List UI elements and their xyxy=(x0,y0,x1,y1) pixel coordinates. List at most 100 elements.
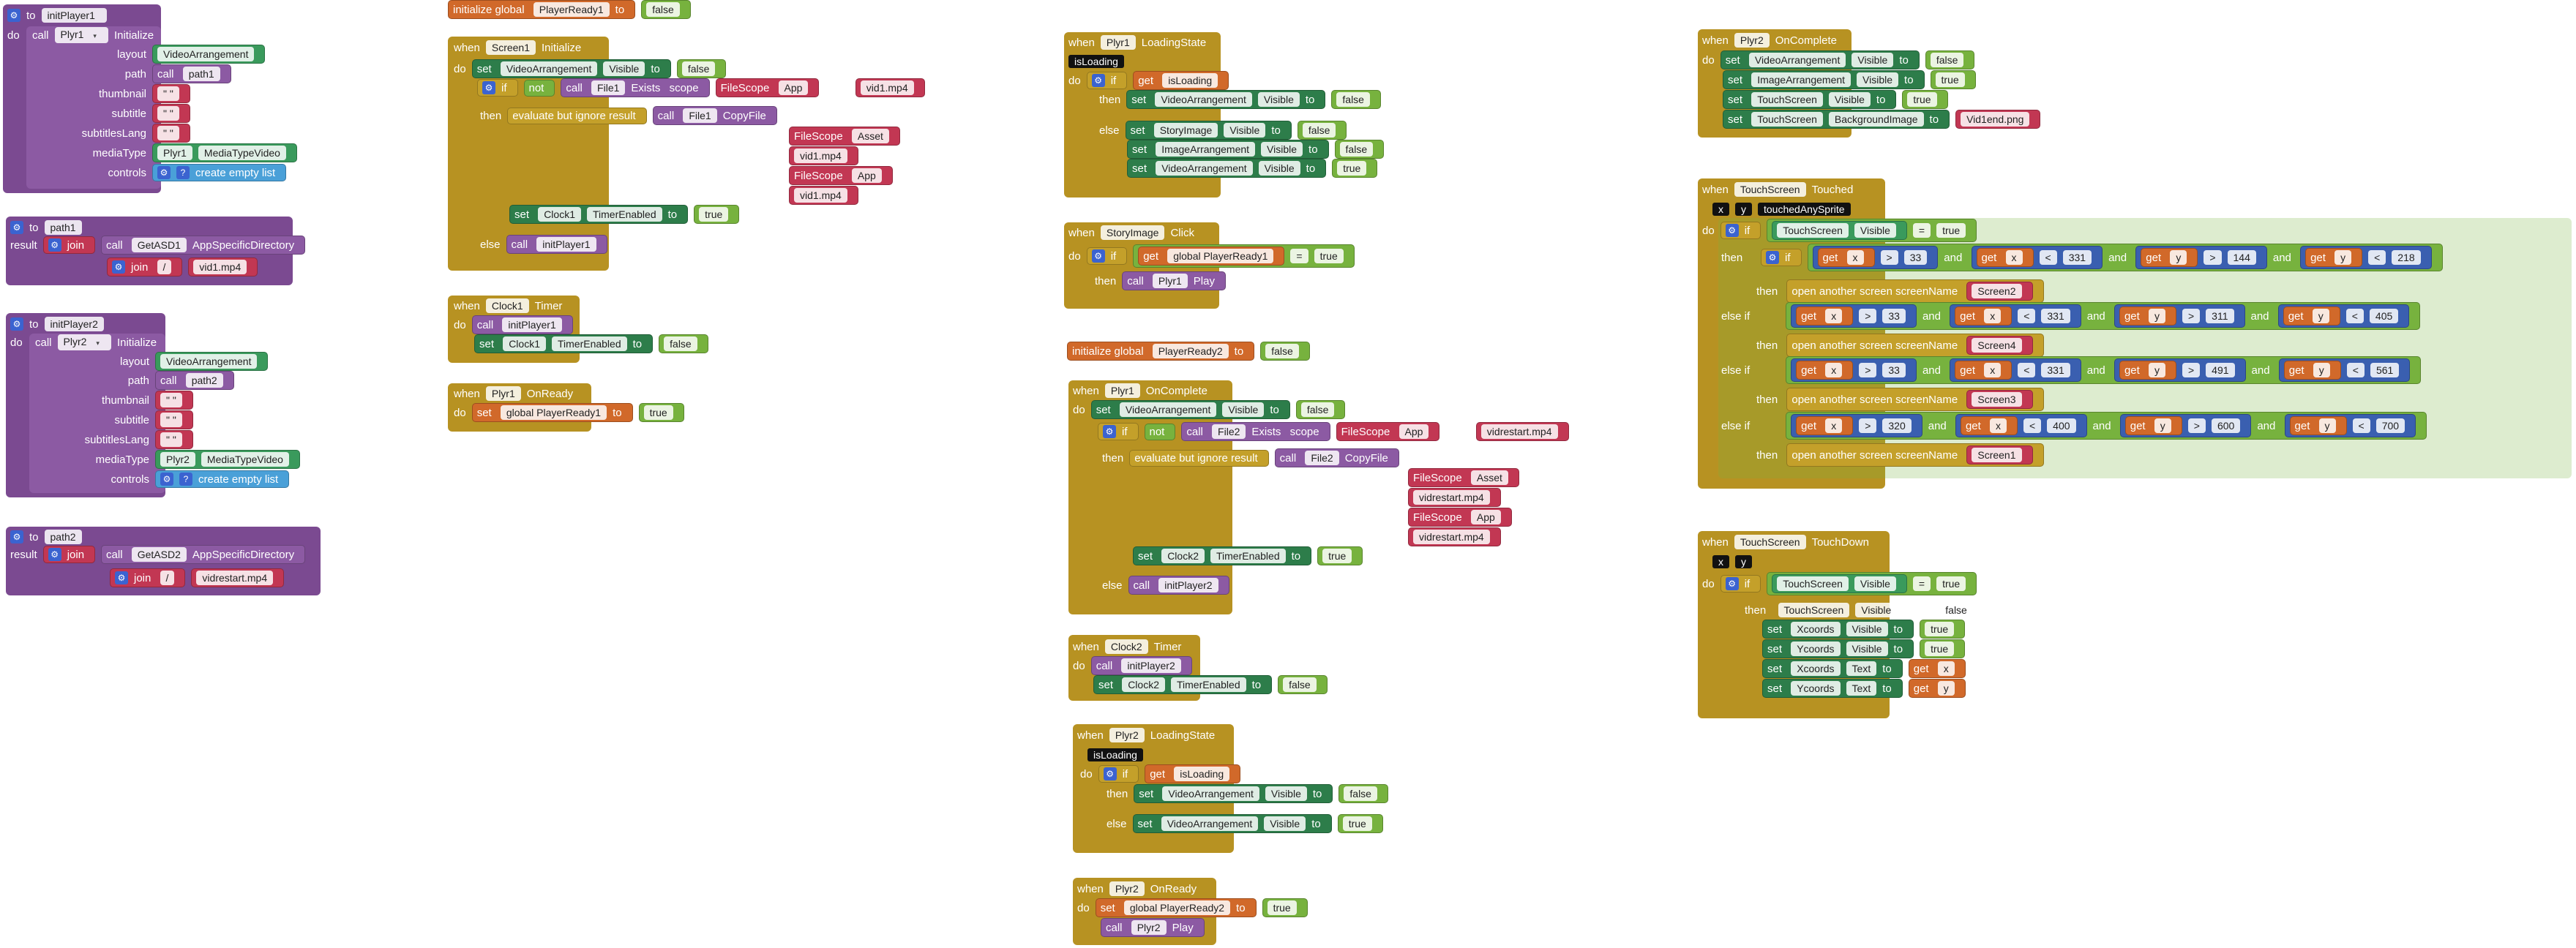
component-dropdown[interactable]: StoryImage xyxy=(1100,225,1165,240)
component-dropdown[interactable]: Clock2 xyxy=(1104,639,1148,654)
bool-block[interactable]: true xyxy=(1902,90,1948,109)
component-dropdown[interactable]: Clock1 xyxy=(485,298,529,313)
event-param-y[interactable]: y xyxy=(1735,203,1752,216)
component-dropdown[interactable]: Plyr1 xyxy=(1100,35,1136,50)
help-icon[interactable]: ? xyxy=(179,473,192,486)
empty-text-block[interactable]: " " xyxy=(155,391,193,410)
call-initplayer1-block[interactable]: call initPlayer1 xyxy=(506,235,607,254)
gear-icon[interactable]: ⚙ xyxy=(157,166,171,179)
create-empty-list-block[interactable]: ⚙?create empty list xyxy=(152,164,287,181)
compare-y1[interactable]: get y>491 xyxy=(2113,358,2246,382)
filescope-block[interactable]: FileScope App xyxy=(1336,422,1440,441)
gear-icon[interactable]: ⚙ xyxy=(7,9,20,22)
call-path1-block[interactable]: call path1 xyxy=(152,64,231,83)
call-initialize[interactable]: call Plyr1▾ Initialize xyxy=(32,26,160,44)
if-block[interactable]: ⚙if xyxy=(1098,423,1139,440)
false-block[interactable]: false xyxy=(676,59,727,78)
evaluate-block[interactable]: evaluate but ignore result xyxy=(1129,449,1269,467)
open-screen-block[interactable]: open another screen screenName Screen4 xyxy=(1786,334,2044,357)
text-block[interactable]: vidrestart.mp4 xyxy=(191,568,285,587)
event-param-y[interactable]: y xyxy=(1735,555,1752,568)
compare-y2[interactable]: get y<700 xyxy=(2284,414,2416,437)
procedure-name-field[interactable]: initPlayer1 xyxy=(41,8,107,23)
call-initplayer2-block[interactable]: call initPlayer2 xyxy=(1128,576,1229,595)
gear-icon[interactable]: ⚙ xyxy=(112,260,125,274)
if-block[interactable]: ⚙if xyxy=(1086,72,1128,89)
operator-dropdown[interactable]: = xyxy=(1912,576,1931,591)
compare-x2[interactable]: get x<331 xyxy=(1950,304,2081,328)
component-dropdown[interactable]: Plyr2 xyxy=(1109,728,1145,742)
gear-icon[interactable]: ⚙ xyxy=(1725,224,1739,237)
event-param[interactable]: isLoading xyxy=(1068,55,1124,68)
join-block[interactable]: ⚙join xyxy=(42,546,96,563)
empty-text-block[interactable]: " " xyxy=(155,410,193,429)
event-param-x[interactable]: x xyxy=(1712,555,1729,568)
bool-block[interactable]: false xyxy=(1334,140,1385,159)
text-block[interactable]: vidrestart.mp4 xyxy=(1408,488,1501,507)
true-block[interactable]: true xyxy=(1920,639,1966,658)
true-block[interactable]: true xyxy=(638,403,684,422)
and-block[interactable]: get x>33 and get x<331 and get y>144 and… xyxy=(1807,244,2443,271)
true-block[interactable]: true xyxy=(1262,898,1308,917)
join-block[interactable]: ⚙join / xyxy=(110,568,186,587)
bool-block[interactable]: true xyxy=(1930,70,1976,89)
open-screen-block[interactable]: open another screen screenName Screen2 xyxy=(1786,279,2044,303)
true-block[interactable]: true xyxy=(1314,249,1344,263)
compare-x2[interactable]: get x<331 xyxy=(1971,246,2103,269)
join-block[interactable]: ⚙join / xyxy=(107,257,183,276)
if-block[interactable]: ⚙if xyxy=(477,79,518,97)
empty-text-block[interactable]: " " xyxy=(152,84,190,103)
and-block[interactable]: get x>320 and get x<400 and get y>600 an… xyxy=(1786,412,2427,440)
evaluate-block[interactable]: evaluate but ignore result xyxy=(507,107,647,124)
compare-x2[interactable]: get x<331 xyxy=(1950,358,2081,382)
operator-dropdown[interactable]: = xyxy=(1290,249,1308,263)
compare-y2[interactable]: get y<561 xyxy=(2278,358,2411,382)
true-block[interactable]: true xyxy=(1936,223,1966,238)
and-block[interactable]: get x>33 and get x<331 and get y>491 and… xyxy=(1786,356,2422,384)
gear-icon[interactable]: ⚙ xyxy=(10,530,23,543)
gear-icon[interactable]: ⚙ xyxy=(160,473,173,486)
text-block[interactable]: vidrestart.mp4 xyxy=(1408,527,1501,546)
component-dropdown[interactable]: Plyr2 xyxy=(1109,881,1145,896)
compare-x1[interactable]: get x>33 xyxy=(1791,304,1917,328)
gear-icon[interactable]: ⚙ xyxy=(1766,251,1779,264)
gear-icon[interactable]: ⚙ xyxy=(115,571,128,584)
filescope-block[interactable]: FileScope App xyxy=(789,166,893,185)
procedure-name-field[interactable]: path1 xyxy=(44,220,82,235)
false-block[interactable]: false xyxy=(1278,675,1328,694)
gear-icon[interactable]: ⚙ xyxy=(10,317,23,331)
get-block[interactable]: get isLoading xyxy=(1145,764,1241,783)
event-param-touchedanysprite[interactable]: touchedAnySprite xyxy=(1758,203,1851,216)
layout-block[interactable]: VideoArrangement xyxy=(152,45,266,64)
procedure-name-field[interactable]: path2 xyxy=(44,530,82,544)
text-block[interactable]: vid1.mp4 xyxy=(789,146,858,165)
compare-y2[interactable]: get y<218 xyxy=(2300,246,2432,269)
compare-y1[interactable]: get y>144 xyxy=(2135,246,2267,269)
text-block[interactable]: vid1.mp4 xyxy=(789,186,858,205)
bool-block[interactable]: true xyxy=(1332,159,1378,178)
bool-block[interactable]: false xyxy=(1297,121,1347,140)
true-block[interactable]: true xyxy=(1936,576,1966,591)
not-block[interactable]: not xyxy=(523,79,555,97)
component-dropdown[interactable]: Plyr1 xyxy=(485,386,521,401)
